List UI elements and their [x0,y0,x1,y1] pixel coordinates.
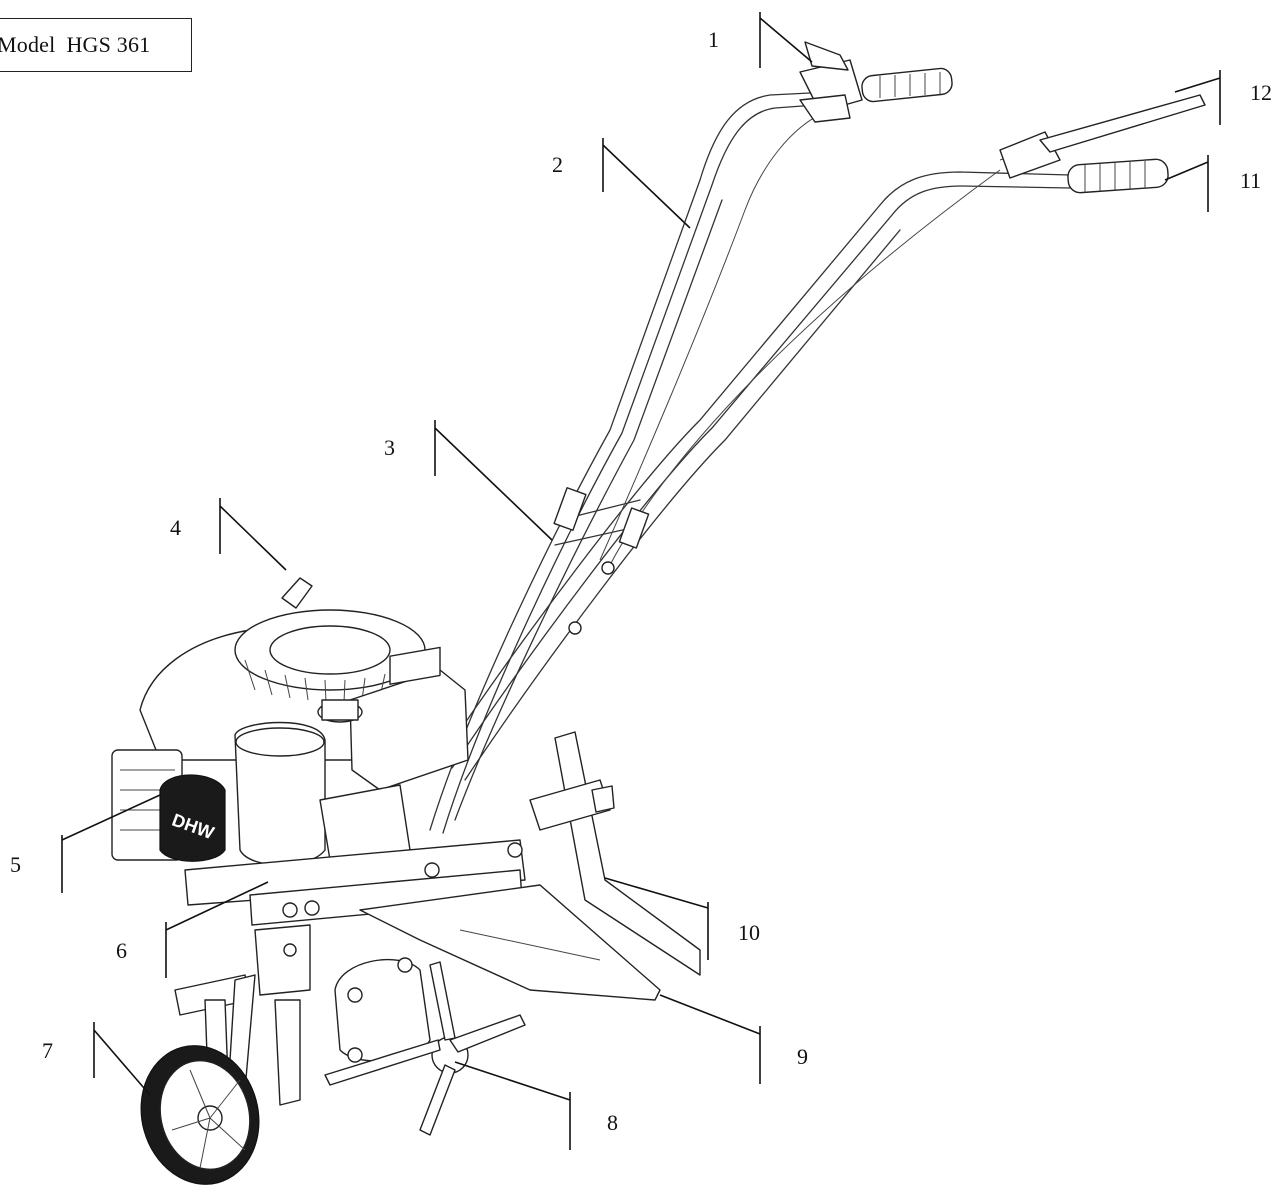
callout-5: 5 [10,852,21,877]
model-label-prefix: Model [0,32,56,57]
transport-wheel [140,974,260,1185]
callout-10: 10 [738,920,760,945]
leader-line-6 [165,881,269,978]
tine-shield [359,884,661,1001]
model-label-name: HGS 361 [66,32,151,57]
left-grip [799,41,953,123]
callout-7: 7 [42,1038,53,1063]
leader-line-1 [759,12,813,68]
depth-stake [529,731,701,976]
leader-line-11 [1164,155,1209,212]
right-grip [999,94,1206,194]
callout-3: 3 [384,435,395,460]
leader-line-9 [659,994,761,1084]
callout-2: 2 [552,152,563,177]
leader-line-10 [604,877,709,960]
callout-4: 4 [170,515,181,540]
callout-12: 12 [1250,80,1272,105]
engine: DHW [111,577,526,926]
callout-8: 8 [607,1110,618,1135]
leader-line-5 [61,794,161,893]
callout-9: 9 [797,1044,808,1069]
callout-1: 1 [708,27,719,52]
callout-numbers: 1 2 3 4 5 6 7 8 9 10 11 12 [10,27,1272,1135]
callout-6: 6 [116,938,127,963]
leader-line-2 [602,138,691,229]
model-label-box: Model HGS 361 [0,18,192,72]
leader-line-4 [219,498,287,571]
callout-11: 11 [1240,168,1261,193]
leader-line-8 [454,1061,571,1150]
handlebar-frame [429,91,1201,834]
leader-line-7 [93,1022,151,1096]
leader-line-3 [434,420,553,541]
leader-lines [61,12,1221,1150]
leader-line-12 [1174,70,1221,125]
